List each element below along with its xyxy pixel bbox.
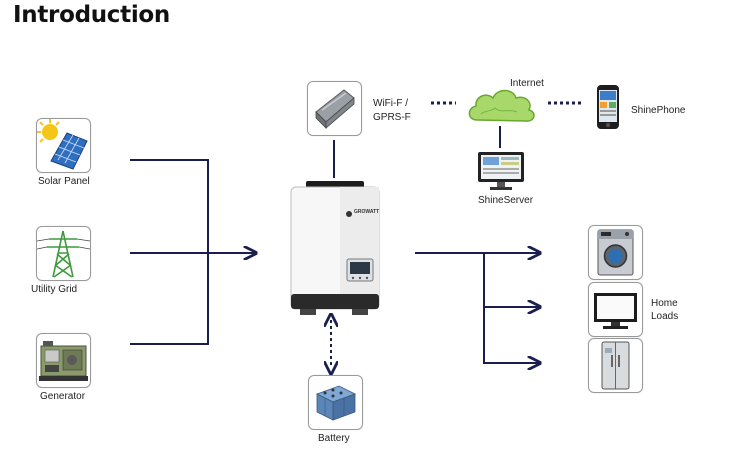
internet-label: Internet xyxy=(510,78,544,89)
module-label-line1: WiFi-F / xyxy=(373,98,408,109)
module-label-line2: GPRS-F xyxy=(373,112,411,123)
battery-label: Battery xyxy=(318,433,350,444)
solar-panel-tile xyxy=(36,118,91,173)
refrigerator-tile xyxy=(588,338,643,393)
generator-label: Generator xyxy=(40,391,86,402)
inverter-brand: GROWATT xyxy=(354,209,380,215)
washing-machine-icon xyxy=(597,229,634,276)
loads-label-line1: Home xyxy=(651,298,678,309)
transmission-tower-icon xyxy=(37,230,90,278)
television-icon xyxy=(594,293,637,329)
wifi-module-tile xyxy=(307,81,362,136)
washing-machine-tile xyxy=(588,225,643,280)
battery-icon xyxy=(315,385,357,421)
wifi-dongle-icon xyxy=(315,89,355,129)
solar-panel-label: Solar Panel xyxy=(38,176,90,187)
server-label: ShineServer xyxy=(478,195,534,206)
utility-grid-label: Utility Grid xyxy=(31,284,78,295)
generator-icon xyxy=(39,341,88,381)
refrigerator-icon xyxy=(601,341,630,390)
inverter-icon xyxy=(290,181,380,315)
generator-tile xyxy=(36,333,91,388)
cloud-icon xyxy=(468,89,535,122)
utility-grid-tile xyxy=(36,226,91,281)
television-tile xyxy=(588,282,643,337)
server-monitor-icon xyxy=(478,152,524,190)
phone-label: ShinePhone xyxy=(631,105,686,116)
loads-label-line2: Loads xyxy=(651,311,679,322)
page-title: Introduction xyxy=(13,2,170,28)
battery-tile xyxy=(308,375,363,430)
solar-panel-icon xyxy=(37,119,88,170)
smartphone-icon xyxy=(597,85,619,129)
